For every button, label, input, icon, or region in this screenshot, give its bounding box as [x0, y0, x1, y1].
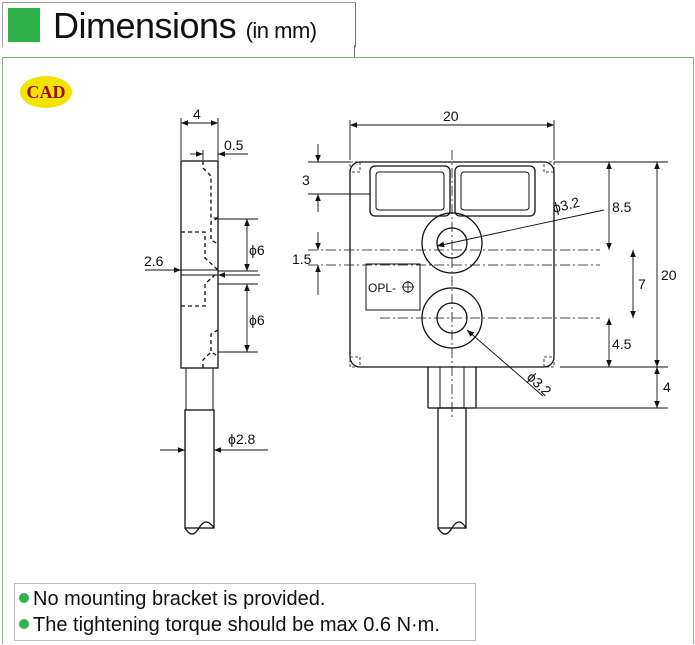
- front-height-label: 20: [661, 267, 677, 283]
- bullet-icon: [19, 619, 29, 629]
- front-offset-label: 1.5: [292, 251, 312, 267]
- title-unit: (in mm): [245, 18, 318, 43]
- header-divider: [354, 45, 355, 57]
- side-view: [145, 118, 268, 535]
- front-opl-label: OPL-: [368, 281, 396, 295]
- notes-box: No mounting bracket is provided. The tig…: [14, 583, 476, 641]
- bullet-icon: [19, 593, 29, 603]
- section-header: Dimensions (in mm): [2, 2, 356, 47]
- title-text: Dimensions: [53, 5, 237, 46]
- cad-button[interactable]: CAD: [20, 76, 72, 108]
- front-to-hole-label: 8.5: [612, 199, 632, 215]
- front-view: [308, 120, 668, 535]
- lens-left: [369, 165, 451, 217]
- opl-label-box: [365, 263, 421, 311]
- side-thickness-label: 4: [193, 106, 201, 122]
- front-top-margin-label: 3: [302, 172, 310, 188]
- note-text: The tightening torque should be max 0.6 …: [33, 614, 440, 636]
- note-item: No mounting bracket is provided.: [19, 586, 325, 612]
- side-cable: [184, 409, 215, 529]
- front-upper-hole-label: ϕ3.2: [551, 194, 582, 216]
- lens-right: [454, 165, 536, 217]
- drawing-frame: [2, 57, 694, 644]
- front-cable: [437, 407, 467, 529]
- front-hole-pitch-label: 7: [638, 276, 646, 292]
- note-item: The tightening torque should be max 0.6 …: [19, 612, 440, 638]
- side-offset-label: 2.6: [144, 253, 164, 269]
- side-cable-label: ϕ2.8: [228, 431, 256, 447]
- front-bottom-margin-label: 4.5: [612, 336, 632, 352]
- side-hole-lower-label: ϕ6: [249, 312, 265, 328]
- side-body: [180, 160, 219, 369]
- page-title: Dimensions (in mm): [53, 4, 317, 53]
- front-lower-hole-label: ϕ3.2: [524, 369, 555, 400]
- front-cable-length-label: 4: [663, 379, 671, 395]
- green-square-icon: [8, 8, 40, 42]
- side-hole-upper-label: ϕ6: [249, 242, 265, 258]
- front-width-label: 20: [443, 108, 459, 124]
- note-text: No mounting bracket is provided.: [33, 588, 326, 610]
- side-step-label: 0.5: [224, 137, 244, 153]
